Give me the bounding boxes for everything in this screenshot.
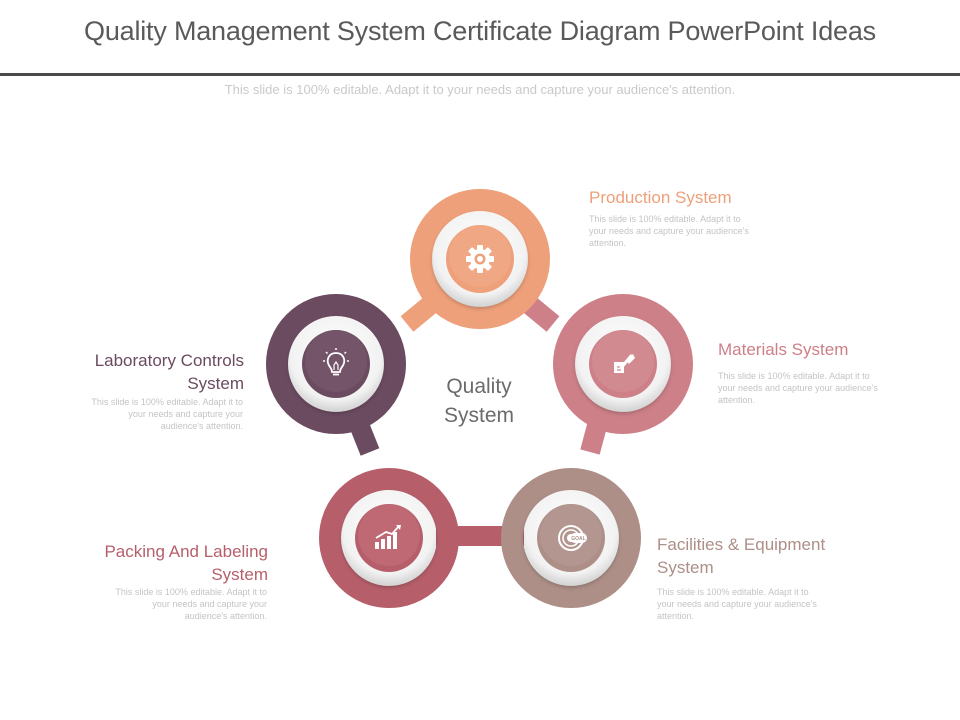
slide-subtitle: This slide is 100% editable. Adapt it to… [224,82,736,97]
slide-title: Quality Management System Certificate Di… [84,16,876,46]
facilities-equipment-system-description: This slide is 100% editable. Adapt it to… [657,587,817,621]
materials-system-description: This slide is 100% editable. Adapt it to… [718,371,878,405]
ring-production [410,189,550,329]
center-label-line1: Quality [446,375,512,398]
connector-production-materials [523,297,560,332]
materials-system-label: Materials System [718,340,849,359]
gear-icon [466,245,494,273]
connector-production-laboratory [400,297,437,332]
ring-laboratory [266,294,406,434]
facilities-equipment-system-label: Facilities & Equipment System [657,535,826,577]
bar-chart-icon [375,525,401,549]
lightbulb-icon [323,348,349,376]
outer-rings [266,189,693,608]
packing-labeling-system-description: This slide is 100% editable. Adapt it to… [115,587,267,621]
production-system-label: Production System [589,188,732,207]
packing-labeling-system-label: Packing And Labeling System [104,542,268,584]
laboratory-controls-system-label: Laboratory Controls System [94,351,244,393]
title-divider [0,73,960,76]
hand-pen-icon [614,354,635,373]
center-label: Quality System [420,372,538,430]
ring-facilities [501,468,641,608]
laboratory-controls-system-description: This slide is 100% editable. Adapt it to… [91,397,243,431]
center-label-line2: System [443,404,514,427]
svg-text:GOAL: GOAL [571,536,585,542]
node-laboratory [289,317,383,411]
ring-packing [319,468,459,608]
ring-materials [553,294,693,434]
production-system-description: This slide is 100% editable. Adapt it to… [589,214,749,248]
goal-icon: GOAL [558,525,587,551]
